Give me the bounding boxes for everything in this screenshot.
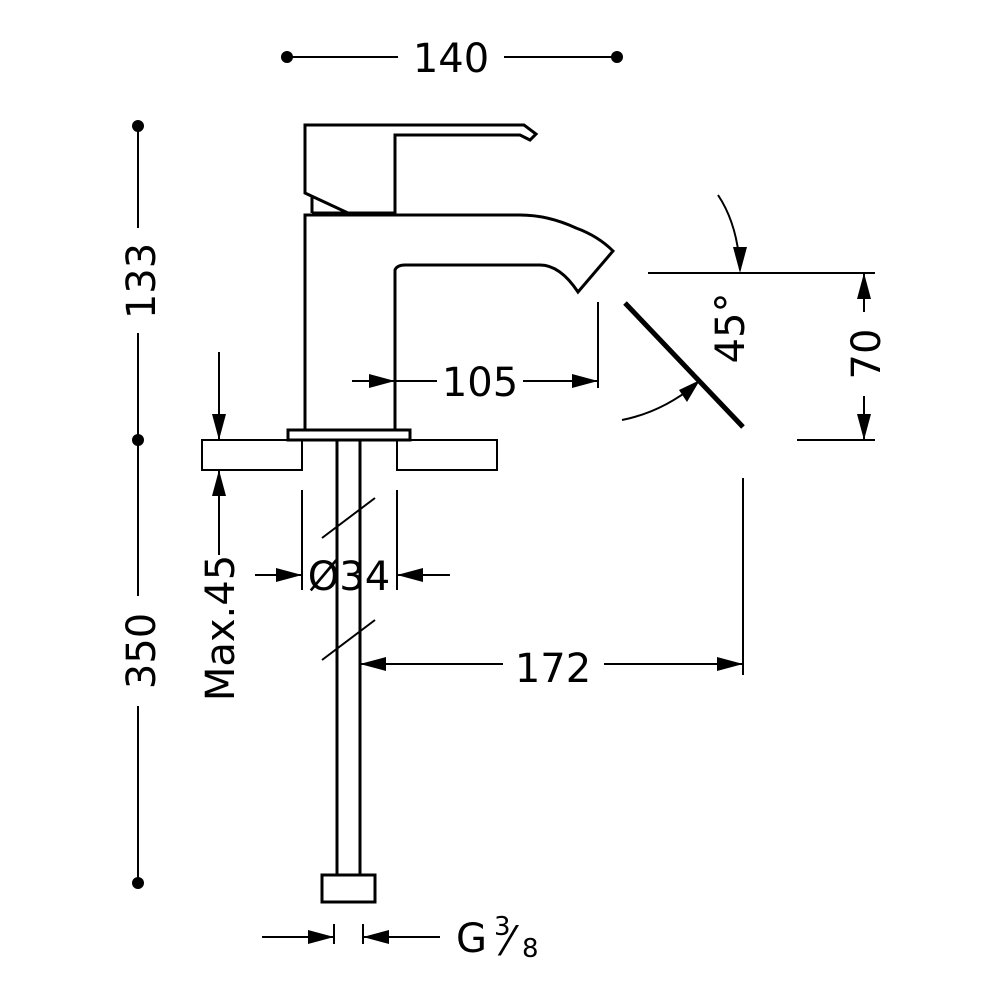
spout xyxy=(303,213,616,432)
dim-label-spout-height: 70 xyxy=(844,329,890,380)
dim-width-140: 140 xyxy=(281,36,623,82)
dim-angle: 45° xyxy=(621,194,875,429)
dim-label-deck: Max.45 xyxy=(198,555,244,701)
dim-spout-height: 70 xyxy=(797,273,890,441)
dim-deck-thickness: Max.45 xyxy=(198,352,244,701)
supply-hose xyxy=(320,440,377,904)
lever-handle xyxy=(303,123,539,215)
dim-label-connection-numerator: 3 xyxy=(494,912,511,942)
countertop-section xyxy=(201,439,498,471)
dim-label-diameter: Ø34 xyxy=(308,554,390,600)
dim-heights-left: 133 350 xyxy=(119,120,165,889)
dim-label-reach: 105 xyxy=(442,360,518,406)
hose-fitting xyxy=(320,873,377,904)
base-flange xyxy=(286,428,412,442)
dim-label-width: 140 xyxy=(413,36,489,82)
faucet-body xyxy=(286,123,616,442)
dim-total-reach: 172 xyxy=(360,478,744,692)
dim-label-body-height: 133 xyxy=(119,243,165,319)
dim-label-total-reach: 172 xyxy=(515,646,591,692)
dim-label-connection-prefix: G xyxy=(456,916,487,962)
dim-spout-reach: 105 xyxy=(352,302,599,406)
dim-hole-diameter: Ø34 xyxy=(255,490,450,600)
dim-connection: G 3 ⁄ 8 xyxy=(262,912,539,965)
dim-label-angle: 45° xyxy=(708,293,754,364)
dim-label-below-height: 350 xyxy=(119,613,165,689)
dim-label-connection-denominator: 8 xyxy=(522,934,539,964)
